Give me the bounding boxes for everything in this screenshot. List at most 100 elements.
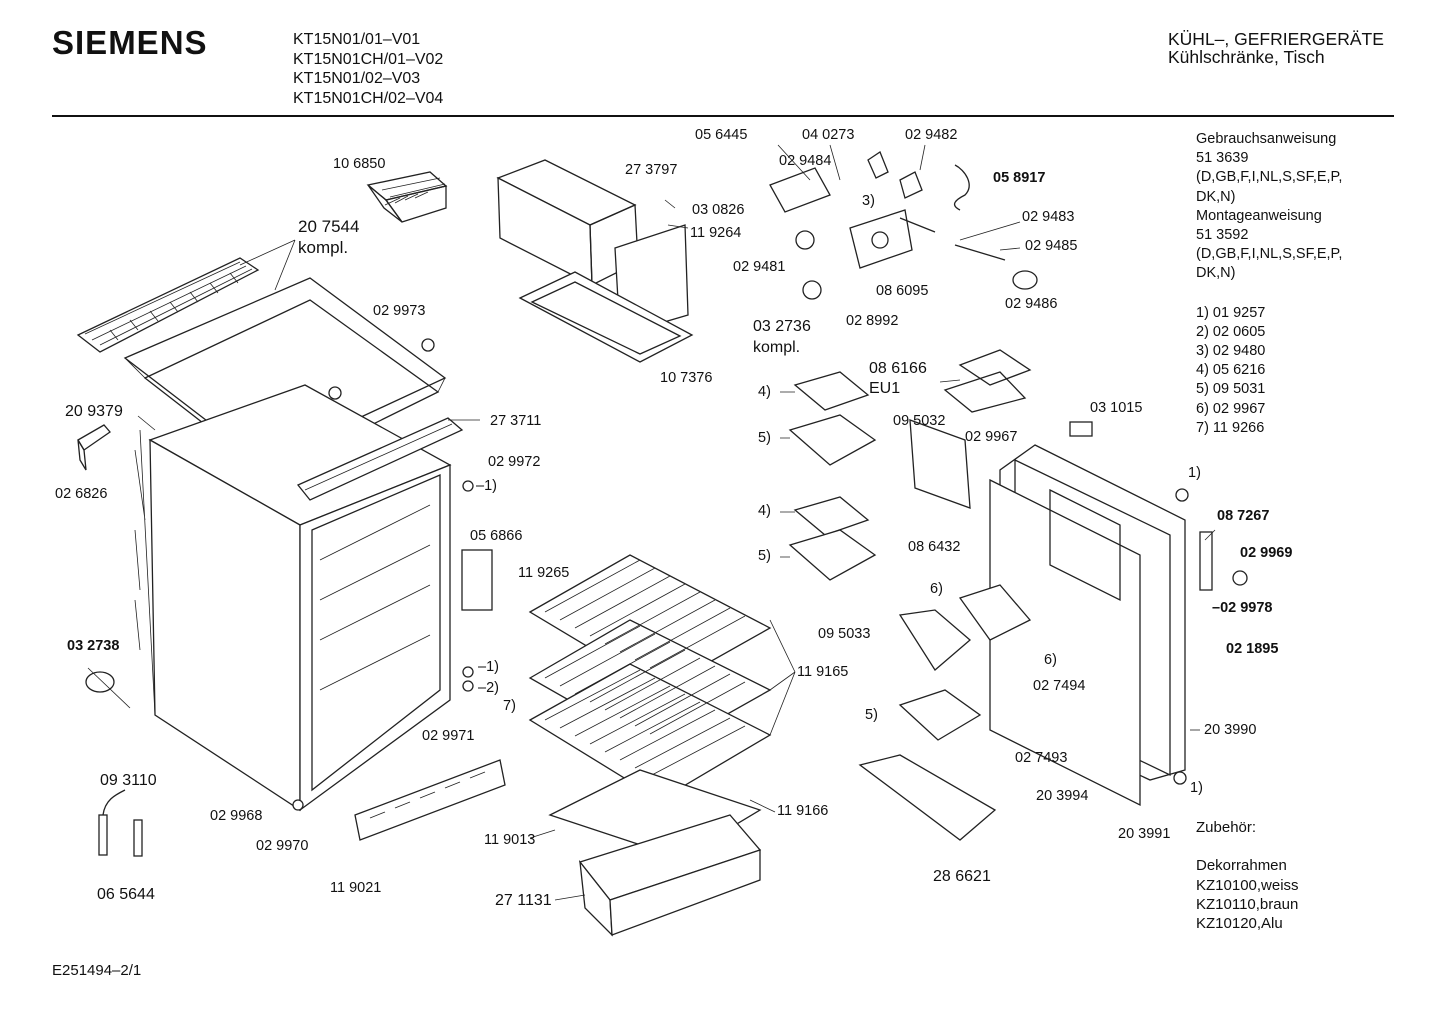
info-line: (D,GB,F,I,NL,S,SF,E,P, (1196, 246, 1343, 263)
part-label: 11 9165 (797, 664, 849, 680)
part-label: 02 9486 (1005, 296, 1058, 312)
part-label: 03 1015 (1090, 400, 1143, 416)
footnote-line: 2) 02 0605 (1196, 323, 1266, 340)
part-label: 27 3711 (490, 413, 542, 429)
footnote-line: 7) 11 9266 (1196, 419, 1265, 436)
part-label: 20 3994 (1036, 788, 1089, 804)
thermostat-sensor (85, 667, 131, 709)
kick-plate (354, 759, 506, 841)
part-label: 02 9485 (1025, 238, 1078, 254)
model-number: KT15N01CH/02–V04 (293, 89, 444, 107)
part-label: 1) (1188, 465, 1201, 481)
part-label: –2) (478, 680, 499, 696)
part-label: 02 7493 (1015, 750, 1068, 766)
part-label: kompl. (298, 238, 349, 257)
part-label: 04 0273 (802, 127, 855, 143)
part-label: 20 7544 (298, 217, 360, 236)
small-fittings (292, 338, 1248, 811)
part-label: kompl. (753, 339, 801, 356)
part-label: 20 3991 (1118, 826, 1171, 842)
footnote-line: 6) 02 9967 (1196, 400, 1266, 417)
part-label: 28 6621 (933, 868, 991, 885)
part-label: –1) (476, 478, 497, 494)
part-label: 4) (758, 384, 771, 400)
part-label: 02 9481 (733, 259, 786, 275)
info-line: 51 3639 (1196, 150, 1249, 167)
egg-trays (788, 371, 982, 741)
footnote-line: 1) 01 9257 (1196, 304, 1266, 321)
part-label: 5) (758, 548, 771, 564)
part-label: 09 5032 (893, 413, 946, 429)
part-label: 02 7494 (1033, 678, 1086, 694)
info-line: Montageanweisung (1196, 207, 1322, 224)
info-line: (D,GB,F,I,NL,S,SF,E,P, (1196, 169, 1343, 186)
crisper-drawer (578, 814, 762, 937)
temperature-probe (98, 789, 143, 857)
part-label: 02 9482 (905, 127, 958, 143)
cabinet-body (134, 384, 452, 812)
door-assembly (989, 444, 1186, 807)
category-heading: KÜHL–, GEFRIERGERÄTE Kühlschränke, Tisch (1168, 30, 1384, 66)
thermostat-unit (769, 151, 1038, 300)
part-label: 10 7376 (660, 370, 713, 386)
part-label: 27 3797 (625, 162, 678, 178)
header-divider (52, 115, 1394, 117)
model-list: KT15N01/01–V01 KT15N01CH/01–V02 KT15N01/… (293, 30, 443, 108)
part-label: 02 9969 (1240, 545, 1293, 561)
part-label: 02 1895 (1226, 641, 1279, 657)
model-number: KT15N01/02–V03 (293, 70, 421, 87)
model-number: KT15N01/01–V01 (293, 31, 421, 48)
part-label: 4) (758, 503, 771, 519)
part-label: 27 1131 (495, 892, 552, 909)
part-label: 11 9013 (484, 832, 536, 848)
accessory-line: KZ10100,weiss (1196, 876, 1299, 894)
part-label: 08 7267 (1217, 508, 1270, 524)
part-label: 11 9021 (330, 880, 382, 896)
info-line: DK,N) (1196, 265, 1236, 282)
part-label: 3) (862, 193, 875, 209)
part-label: 03 0826 (692, 202, 745, 218)
hinge-bracket (77, 424, 111, 471)
part-label: 02 9970 (256, 838, 309, 854)
part-label: 06 5644 (97, 886, 155, 903)
part-label: –02 9978 (1212, 600, 1273, 616)
part-label: 6) (1044, 652, 1057, 668)
wire-shelves (528, 554, 772, 801)
accessory-line: Dekorrahmen (1196, 857, 1287, 875)
part-label: 02 9971 (422, 728, 475, 744)
part-label: 10 6850 (333, 156, 386, 172)
part-label: 11 9264 (690, 225, 742, 241)
part-label: 02 9483 (1022, 209, 1075, 225)
butter-compartment (943, 349, 1032, 413)
category-line: KÜHL–, GEFRIERGERÄTE (1168, 29, 1384, 49)
part-label: 08 6432 (908, 539, 961, 555)
part-label: 02 9967 (965, 429, 1018, 445)
shelf-frame (296, 417, 464, 501)
model-number: KT15N01CH/01–V02 (293, 50, 444, 68)
part-label: EU1 (869, 380, 901, 397)
part-label: 1) (1190, 780, 1203, 796)
drip-tray (518, 271, 694, 363)
category-subline: Kühlschränke, Tisch (1168, 47, 1325, 67)
brand-logo: SIEMENS (52, 24, 208, 61)
info-line: Gebrauchsanweisung (1196, 131, 1337, 147)
part-label: –1) (478, 659, 499, 675)
part-label: 6) (930, 581, 943, 597)
part-label: 09 3110 (100, 772, 157, 789)
top-grille (76, 257, 260, 353)
door-bins (858, 419, 1032, 841)
part-label: 11 9265 (518, 565, 570, 581)
accessories-heading: Zubehör: (1196, 819, 1257, 836)
manual-info-list: Gebrauchsanweisung 51 3639 (D,GB,F,I,NL,… (1196, 130, 1342, 438)
part-label: 11 9166 (777, 803, 829, 819)
part-label: 5) (865, 707, 878, 723)
part-label: 7) (503, 698, 516, 714)
accessories-list: Zubehör: Dekorrahmen KZ10100,weiss KZ101… (1196, 818, 1299, 933)
part-label: 09 5033 (818, 626, 871, 642)
accessory-line: KZ10110,braun (1196, 895, 1299, 913)
part-label: 02 9973 (373, 303, 426, 319)
part-label: 03 2736 (753, 318, 811, 335)
part-label: 5) (758, 430, 771, 446)
footnote-line: 3) 02 9480 (1196, 343, 1266, 360)
